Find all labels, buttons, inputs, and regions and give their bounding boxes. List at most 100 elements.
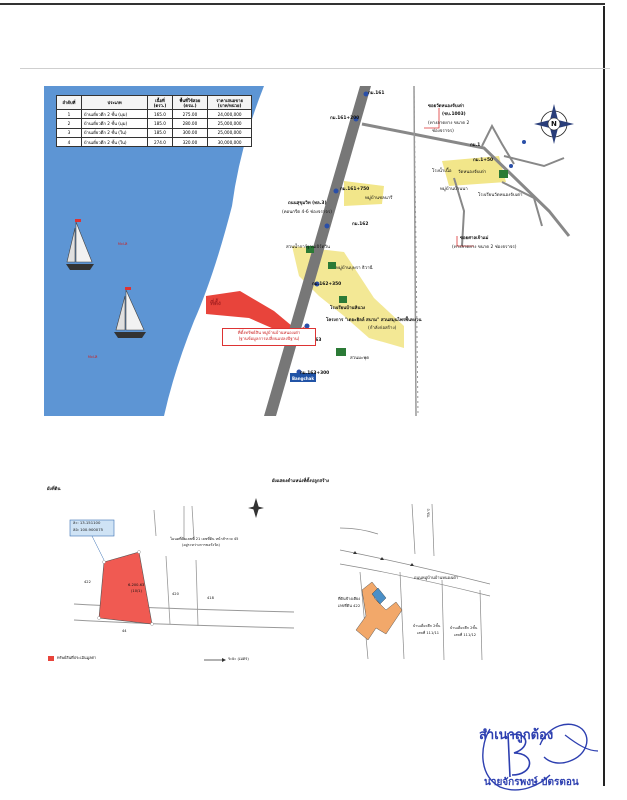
sea-label-2: ทะเล [88,355,98,360]
km-label: กม.162+350 [312,282,342,287]
gas-station-label: Bangchak [292,376,315,381]
sea-area [44,86,264,416]
park-label: สวนน้ำการ์ฐานเบิร์ดวิน [286,245,330,250]
north-arrow-icon [534,104,574,144]
sukhumvit-road [264,86,371,416]
table-header-row: ลำดับที่ ประเภท เนื้อที่(ตรว.) พื้นที่ใช… [56,94,252,111]
project-label: โครงการ "เดอะฮิลล์ สนาม" สวนสมุนไพรพื้นห… [326,318,422,323]
soi-chak-label: ซอยวัดหนองจับเต่า [428,104,465,109]
table-row: 1 บ้านเดี่ยวตึก 2 ชั้น (มุม) 165.0 275.0… [56,109,252,120]
col-header-usable: พื้นที่ใช้สอย(ตรม.) [171,94,209,111]
road-label: ถนนหมู่บ้านบ้านหนองเต่า [414,575,459,580]
layout-plan-map [339,503,491,661]
railway [413,86,417,416]
site-callout-title: ที่ตั้งทรัพย์สิน หมู่บ้านบ้านหนองเต่า [237,330,301,335]
col-header-price: ราคาเสนอขาย(บาท/หน่วย) [207,94,252,111]
road-vertical-label: ถ.ชบ. [426,508,432,519]
plot-area: 6-200-63 [128,583,145,587]
plot-map [48,498,294,662]
col-header-type: ประเภท [80,94,149,111]
parcel-number: 420 [172,592,179,596]
km-label: กม.161+200 [330,116,360,121]
soi-chak-lanes: ช่องจราจร) [432,129,454,134]
project-status: (กำลังก่อสร้าง) [368,326,397,331]
table-cell: 4 [56,136,82,148]
pool [371,587,387,605]
km-label: กม.1 [470,143,481,148]
km-label: กม.161+750 [340,187,370,192]
plot-title: ผังที่ดิน [47,487,61,492]
table-cell: บ้านเดี่ยวตึก 2 ชั้น (มุม) [80,109,149,120]
temple-school-label: โรงเรียนวัดหนองจับเต่า [478,193,523,198]
table-cell: 2 [56,118,82,129]
yellow-zone-1 [292,246,404,348]
col-header-index: ลำดับที่ [56,94,82,111]
certified-stamp: สำเนาถูกต้อง [479,728,554,743]
page-right-border [603,6,605,786]
gas-station-sign [290,373,316,382]
site-callout-note: (ฐานข้อมูลการเปลี่ยนแปลงปีฐาน) [238,335,300,341]
parcel-number: 44 [122,629,127,633]
col-header-area: เนื้อที่(ตรว.) [147,94,173,111]
legend-label: ทรัพย์สินที่ประเมินมูลค่า [57,655,97,660]
table-cell: 274.0 [147,136,173,148]
soi-sala-label: ซอยศาลเจ้าแม่ [460,236,489,241]
temple-label: วัดหนองจับเต่า [458,170,487,175]
table-cell: 30,000,000 [207,136,252,148]
boat-1 [66,219,94,270]
village-label: หมู่บ้านบุษรา ธิวานี [336,266,373,271]
coordinate-lon: ลอ: 100.900075 [73,527,104,532]
village-label: หมู่บ้านบ้านนา [440,187,468,192]
table-cell: 280.00 [171,118,209,129]
table-cell: บ้านเดี่ยวตึก 2 ชั้น (ใน) [80,127,149,138]
garden-label: สวนมะพุด [350,356,370,361]
scale-label: ระยะ (เมตร) [228,656,249,661]
table-cell: 24,000,000 [207,109,252,120]
village-label: หมู่บ้านชลนารี [365,196,393,201]
parcel-number: 422 [84,580,91,584]
location-map [44,86,574,416]
table-cell: 1 [56,109,82,120]
header-divider [20,68,610,69]
school-label: โรงเรียนบ้านหินวง [330,306,366,311]
yellow-zone-2 [344,181,384,206]
soi-chak-surface: (ทางลาดยาง ขนาด 2 [428,121,470,126]
neighbour-note: ที่ดินข้างเคียง [338,596,361,601]
soi-sala-desc: (ทางลาดยาง ขนาด 2 ช่องจราจร) [452,245,517,250]
km-label: กม.1+50 [473,158,494,163]
table-cell: 185.0 [147,127,173,138]
house-label: บ้านเดี่ยวตึก 2ชั้น [450,626,478,630]
house-number: เลขที่ 111/11 [417,631,440,635]
boat-2 [114,287,146,338]
plot-north-arrow-icon [248,498,264,518]
table-cell: 275.00 [171,109,209,120]
page-top-border [0,3,605,5]
signature-mark [482,723,599,791]
owner-note: โฉนดที่ดินเลขที่ 21 เลขที่ดิน หน้าสำรวจ … [170,537,239,541]
house-number: เลขที่ 111/12 [454,633,477,637]
house-label: บ้านเดี่ยวตึก 2ชั้น [413,624,441,628]
parcel-number: 418 [207,596,214,600]
site-marker [206,291,298,336]
table-cell: 300.00 [171,127,209,138]
table-row: 2 บ้านเดี่ยวตึก 2 ชั้น (มุม) 185.0 280.0… [56,118,252,129]
yellow-zone-3 [442,156,506,186]
table-cell: 185.0 [147,118,173,129]
school-label: โรงน้ำเนื้อ [432,169,452,174]
table-cell: บ้านเดี่ยวตึก 2 ชั้น (มุม) [80,118,149,129]
table-row: 3 บ้านเดี่ยวตึก 2 ชั้น (ใน) 185.0 300.00… [56,127,252,138]
subject-plot [98,551,153,625]
north-label: N [551,120,557,128]
site-callout: ที่ตั้งทรัพย์สิน หมู่บ้านบ้านหนองเต่า (ฐ… [222,328,316,346]
table-cell: 3 [56,127,82,138]
legend-swatch [48,656,54,661]
km-label: กม.163+300 [300,371,330,376]
sukhumvit-desc: (คอนกรีต 4-6 ช่องจราจร) [282,210,332,215]
table-cell: 320.00 [171,136,209,148]
coordinate-lat: ละ: 13.151100 [73,520,101,525]
km-label: กม.162 [352,222,369,227]
table-cell: 25,000,000 [207,127,252,138]
layout-plan-title: ผังแสดงตำแหน่งที่ตั้งปลูกสร้าง [272,479,330,484]
sukhumvit-label: ถนนสุขุมวิท (ทล.3) [288,201,327,206]
